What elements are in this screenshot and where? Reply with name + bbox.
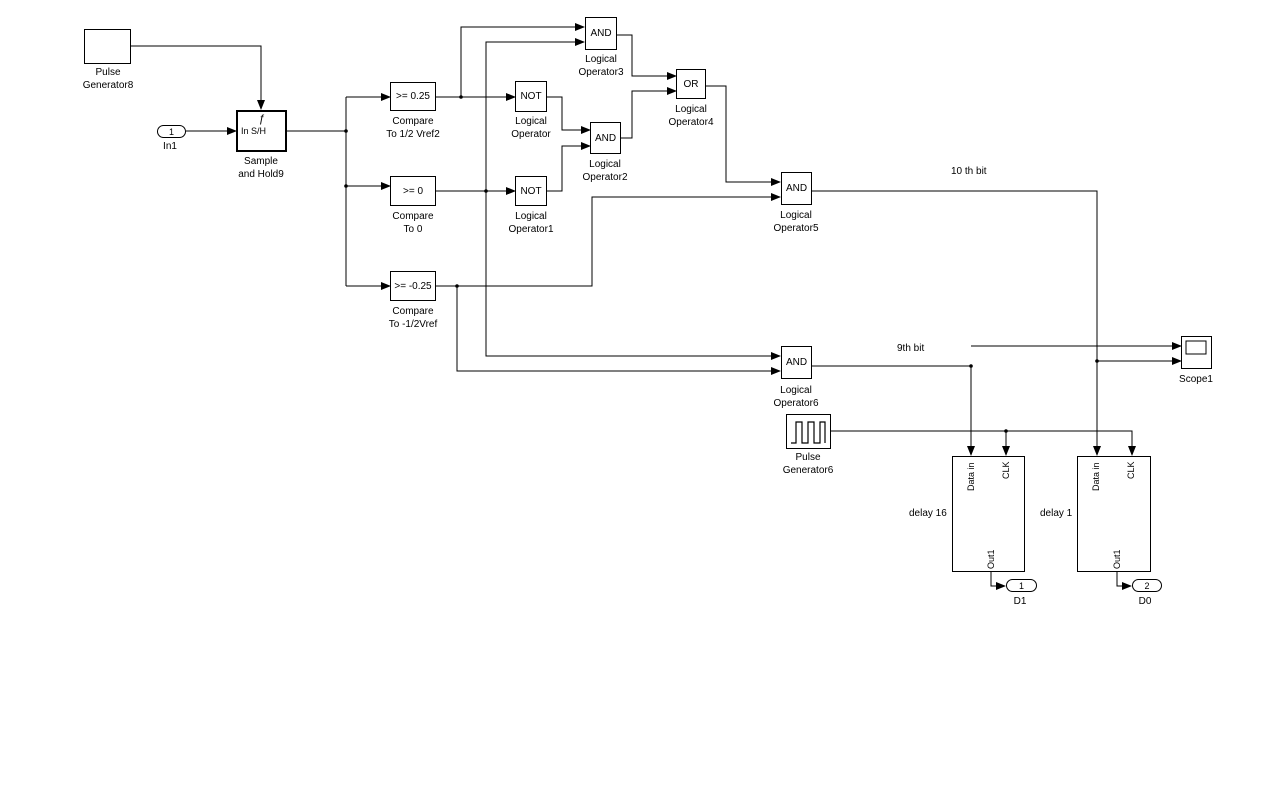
and-block-2[interactable]: AND xyxy=(590,122,621,154)
junction-sh2 xyxy=(344,184,348,188)
scope-block[interactable] xyxy=(1181,336,1212,369)
wire-cmp2-to-and3-and6 xyxy=(485,38,585,191)
delay16-label: delay 16 xyxy=(909,508,947,519)
junction-cmp2 xyxy=(484,189,488,193)
sample-and-hold-block[interactable]: ƒ In S/H xyxy=(236,110,287,152)
pulse-generator6-block[interactable] xyxy=(786,414,831,449)
delay1-data-in-port: Data in xyxy=(1091,462,1101,491)
wire-cmp3-to-and5 xyxy=(436,193,781,287)
junction-cmp1 xyxy=(459,95,463,99)
delay1-label: delay 1 xyxy=(1040,508,1073,519)
compare-block-3[interactable]: >= -0.25 xyxy=(390,271,436,301)
wire-or-to-and5 xyxy=(706,85,781,186)
wire-delay1-out xyxy=(1116,571,1132,590)
wire-and3-to-or xyxy=(617,34,677,80)
junction-cmp3 xyxy=(455,284,459,288)
d0-label: D0 xyxy=(1138,596,1152,607)
wire-cmp1-to-and3 xyxy=(460,23,585,97)
d1-label: D1 xyxy=(1013,596,1027,607)
junction-sh xyxy=(344,129,348,133)
junction-clk xyxy=(1004,429,1008,433)
delay16-data-in-port: Data in xyxy=(966,462,976,491)
d0-outport[interactable]: 2 xyxy=(1132,579,1162,592)
signal-label-bit10: 10 th bit xyxy=(951,166,987,177)
scope-screen-icon xyxy=(1185,340,1207,355)
delay16-out-port: Out1 xyxy=(986,549,996,569)
wire-delay16-out xyxy=(990,571,1006,590)
not-block-0[interactable]: NOT xyxy=(515,81,547,112)
wire-cmp2-to-and6 xyxy=(485,191,781,360)
delay1-clk-port: CLK xyxy=(1126,461,1136,479)
delay1-out-port: Out1 xyxy=(1112,549,1122,569)
in1-label: In1 xyxy=(163,141,177,152)
junction-bit9 xyxy=(969,364,973,368)
in1-port[interactable]: 1 xyxy=(157,125,186,138)
pulse6-waveform-icon xyxy=(791,421,826,444)
delay16-block[interactable]: Data in CLK Out1 xyxy=(952,456,1025,572)
compare-block-1[interactable]: >= 0.25 xyxy=(390,82,436,111)
compare-block-2[interactable]: >= 0 xyxy=(390,176,436,206)
trigger-glyph: ƒ xyxy=(258,113,265,125)
wire-and2-to-or xyxy=(621,87,677,139)
wire-pulse6-clk xyxy=(831,430,1136,456)
wire-not1-to-and2 xyxy=(547,142,591,192)
and-block-5[interactable]: AND xyxy=(781,172,812,205)
and-block-6[interactable]: AND xyxy=(781,346,812,379)
wire-cmp3-to-and6 xyxy=(456,286,781,375)
wire-bit9 xyxy=(812,365,975,456)
delay1-block[interactable]: Data in CLK Out1 xyxy=(1077,456,1151,572)
pulse-generator8-block[interactable] xyxy=(84,29,131,64)
delay16-clk-port: CLK xyxy=(1001,461,1011,479)
signal-label-bit9: 9th bit xyxy=(897,343,925,354)
or-block-4[interactable]: OR xyxy=(676,69,706,99)
wire-pulse8-to-sh xyxy=(131,45,265,110)
junction-bit10 xyxy=(1095,359,1099,363)
d1-outport[interactable]: 1 xyxy=(1006,579,1037,592)
wire-not0-to-and2 xyxy=(547,96,591,134)
sh-port-text: In S/H xyxy=(241,126,267,136)
wire-bit10 xyxy=(812,190,1101,456)
scope-label: Scope1 xyxy=(1179,374,1213,385)
not-block-1[interactable]: NOT xyxy=(515,176,547,206)
and-block-3[interactable]: AND xyxy=(585,17,617,50)
